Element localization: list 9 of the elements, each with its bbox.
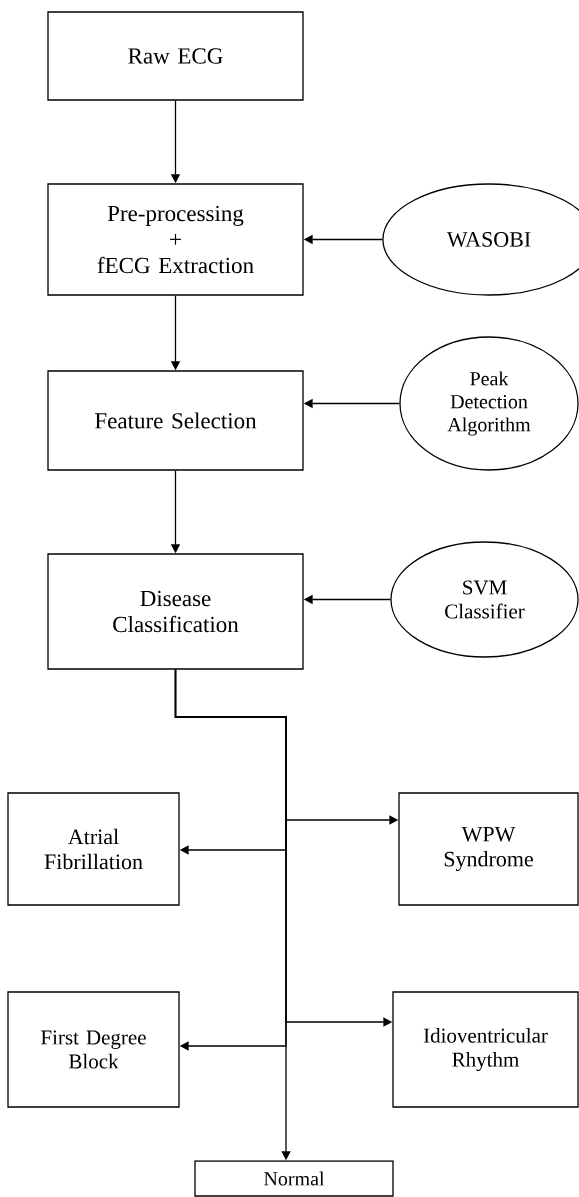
process-box: Disease Classification — [47, 553, 304, 670]
process-box: Atrial Fibrillation — [7, 792, 180, 906]
process-box: First Degree Block — [7, 991, 180, 1108]
process-box: Normal — [194, 1160, 394, 1197]
process-box: Raw ECG — [47, 11, 304, 101]
process-box: Idioventricular Rhythm — [392, 991, 579, 1108]
process-box: Pre-processing + fECG Extraction — [47, 183, 304, 296]
process-box: WPW Syndrome — [398, 792, 579, 906]
process-box: Feature Selection — [47, 370, 304, 471]
